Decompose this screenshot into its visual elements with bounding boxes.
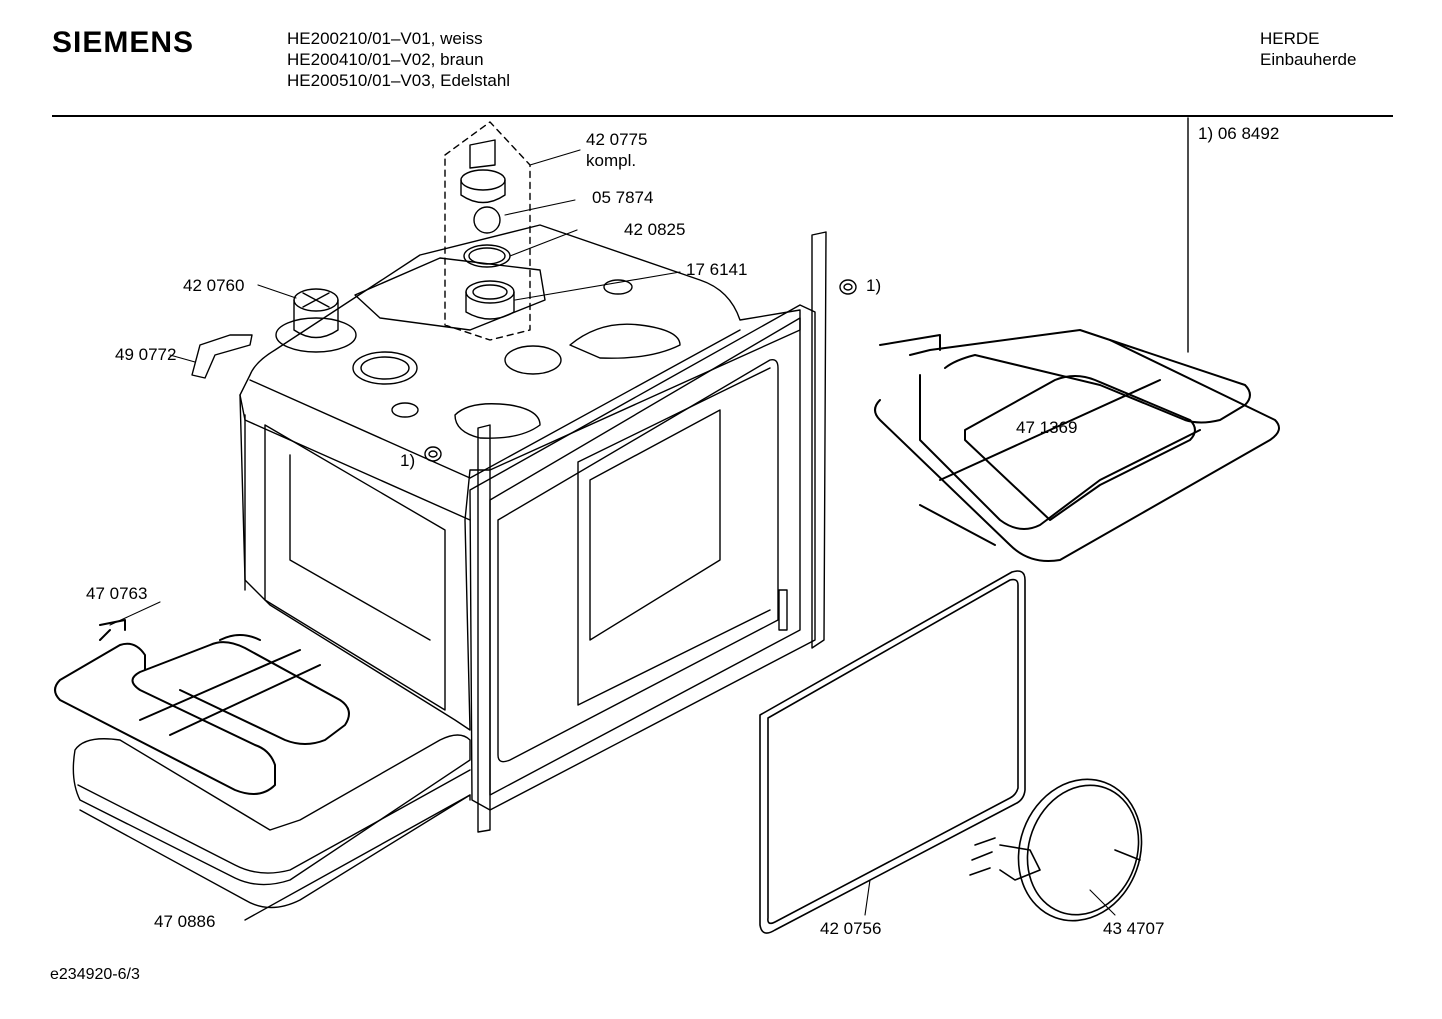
footnote: 1) 06 8492 xyxy=(1198,124,1280,143)
part-number-label: 42 0760 xyxy=(183,276,245,295)
header-divider xyxy=(52,115,1393,117)
footnote-ref-label: 1) xyxy=(400,451,416,470)
part-note-label: kompl. xyxy=(586,151,637,170)
category: HERDE Einbauherde xyxy=(1260,28,1356,70)
part-number-label: 05 7874 xyxy=(592,188,654,207)
door-frame xyxy=(469,231,827,833)
bottom-heating-element xyxy=(54,619,350,795)
ring-heating-element xyxy=(969,778,1143,922)
part-number-label: 47 1369 xyxy=(1016,418,1078,437)
clip-part xyxy=(191,334,253,379)
model-line: HE200410/01–V02, braun xyxy=(287,50,484,69)
oven-muffle xyxy=(239,224,801,731)
document-id: e234920-6/3 xyxy=(50,966,140,983)
connector-part xyxy=(275,288,357,353)
category-line: HERDE xyxy=(1260,29,1320,48)
leader-lines xyxy=(109,149,1116,916)
part-number-label: 43 4707 xyxy=(1103,919,1165,938)
brand-logo: SIEMENS xyxy=(52,26,195,59)
model-list: HE200210/01–V01, weiss HE200410/01–V02, … xyxy=(287,28,510,91)
model-line: HE200210/01–V01, weiss xyxy=(287,29,483,48)
footnote-ref-label: 1) xyxy=(866,276,882,295)
part-number-label: 47 0763 xyxy=(86,584,148,603)
part-number-label: 17 6141 xyxy=(686,260,748,279)
part-number-label: 47 0886 xyxy=(154,912,216,931)
part-number-label: 49 0772 xyxy=(115,345,177,364)
part-number-label: 42 0825 xyxy=(624,220,686,239)
model-line: HE200510/01–V03, Edelstahl xyxy=(287,71,511,90)
grill-heating-element xyxy=(874,329,1280,562)
part-number-label: 42 0756 xyxy=(820,919,882,938)
bottom-insulation xyxy=(72,734,471,921)
category-line: Einbauherde xyxy=(1260,50,1357,69)
door-seal xyxy=(759,570,1026,934)
part-number-label: 42 0775 xyxy=(586,130,648,149)
fastener-part xyxy=(424,279,857,462)
